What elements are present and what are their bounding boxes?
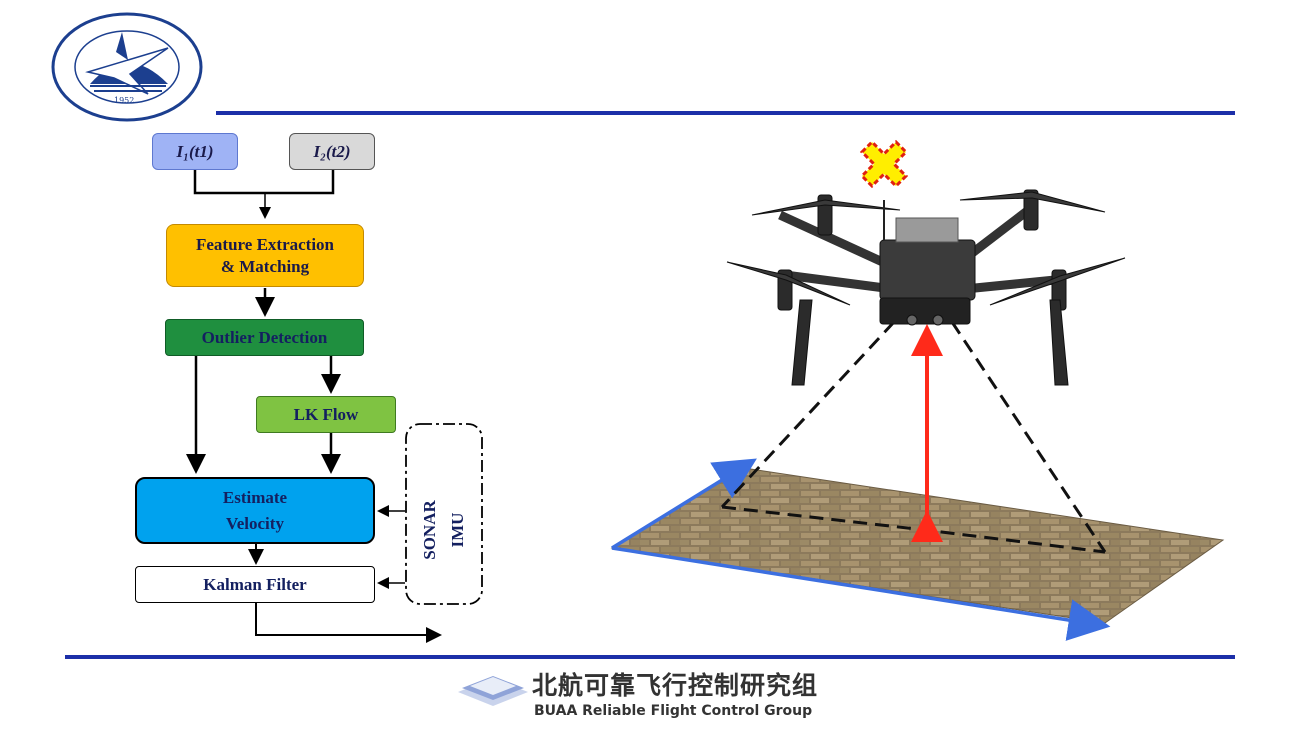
image-frame-t2-box: I₂(t2)	[289, 133, 375, 170]
feature-extraction-box: Feature Extraction & Matching	[166, 224, 364, 287]
kalman-filter-box: Kalman Filter	[135, 566, 375, 603]
university-logo: 1952	[50, 12, 205, 122]
ground-edge-bottom	[611, 546, 1111, 641]
outlier-detection-box: Outlier Detection	[165, 319, 364, 356]
footer-rule	[65, 655, 1235, 659]
estimate-velocity-box: Estimate Velocity	[135, 477, 375, 544]
footer-group-name-en: BUAA Reliable Flight Control Group	[534, 703, 813, 719]
header-rule	[216, 111, 1235, 115]
cross-icon	[859, 139, 909, 189]
drone-body	[726, 189, 1126, 386]
logo-emblem-icon	[51, 12, 203, 122]
footer-group-name-cn: 北航可靠飞行控制研究组	[532, 671, 819, 700]
group-logo-icon	[458, 676, 528, 706]
ground-edge-left	[611, 458, 757, 550]
lk-flow-box: LK Flow	[256, 396, 396, 433]
image-frame-t1-box: I₁(t1)	[152, 133, 238, 170]
logo-year: 1952	[114, 96, 135, 105]
